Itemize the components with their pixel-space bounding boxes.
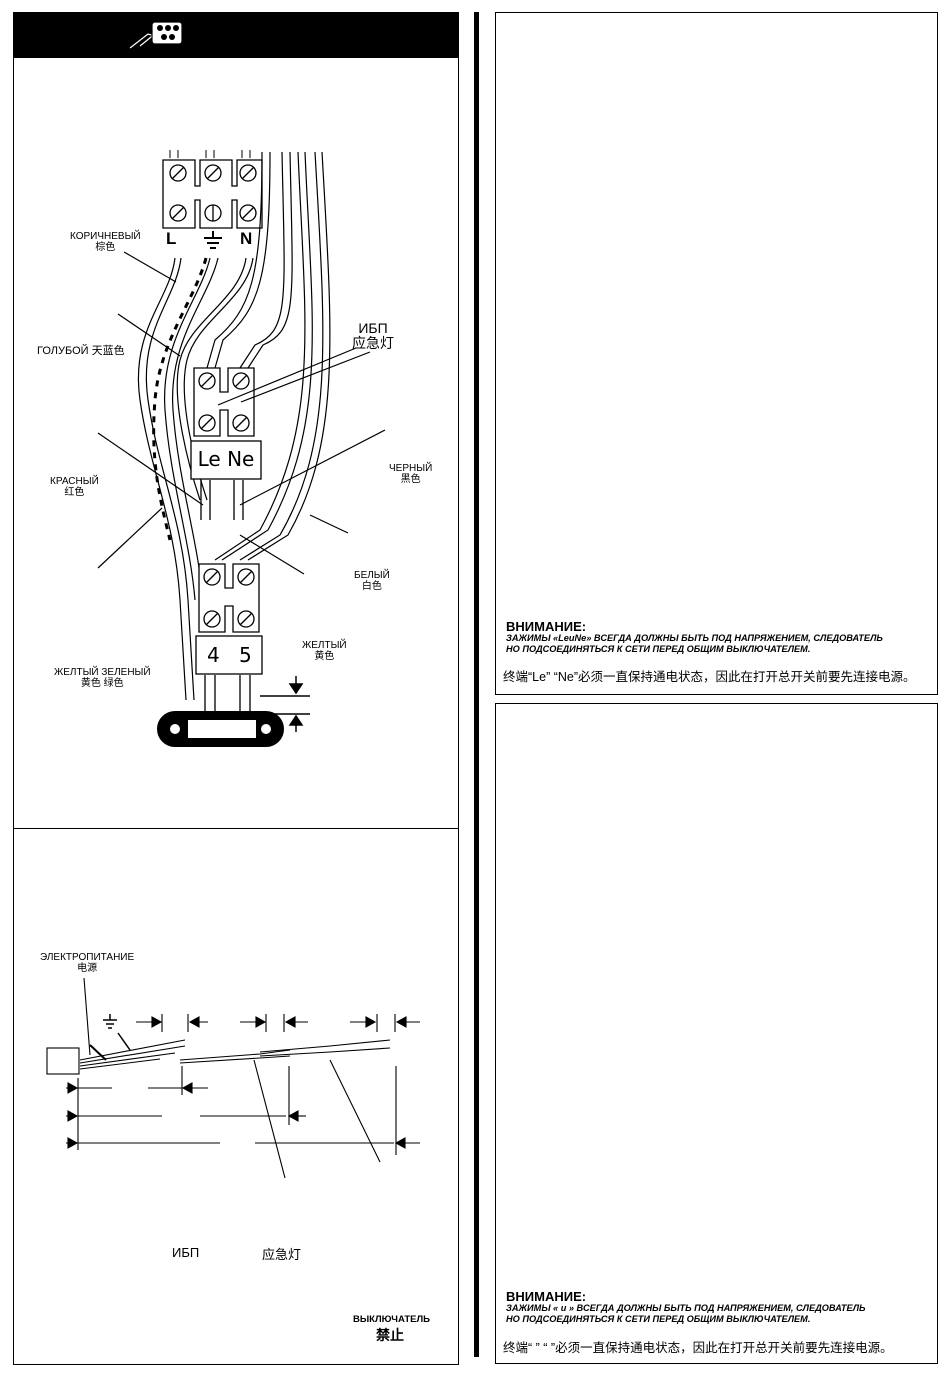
warning-cn-bottom: 终端“ ” “ ”必须一直保持通电状态，因此在打开总开关前要先连接电源。 [503, 1341, 893, 1355]
ups-label-cn: 应急灯 [262, 1247, 302, 1262]
leader-lines [97, 251, 386, 575]
warning-ru-bottom: ЗАЖИМЫ « и » ВСЕГДА ДОЛЖНЫ БЫТЬ ПОД НАПР… [506, 1303, 866, 1324]
terminal-4-label: 4 [207, 643, 220, 667]
terminal-5-label: 5 [239, 643, 252, 667]
right-bottom-panel [495, 703, 938, 1364]
cable-clamp [157, 711, 284, 747]
warning-ru-top: ЗАЖИМЫ «LeиNe» ВСЕГДА ДОЛЖНЫ БЫТЬ ПОД НА… [506, 633, 883, 654]
dimension-arrows [66, 977, 420, 1179]
strip-length-marker [260, 676, 310, 732]
lamp-terminal-block [195, 563, 263, 715]
ground-symbol-small-icon [103, 1014, 131, 1051]
ups-terminal-block [190, 367, 262, 520]
panel-header-bar [14, 13, 458, 58]
wire-length-panel [13, 828, 459, 1365]
right-top-panel [495, 12, 938, 695]
wire-bundle [137, 151, 331, 701]
switch-label-ru: ВЫКЛЮЧАТЕЛЬ [353, 1314, 430, 1325]
cable-strip-diagram [46, 1039, 391, 1075]
ground-symbol-icon [204, 231, 222, 249]
warning-title-top: ВНИМАНИЕ: [506, 619, 587, 634]
switch-label-cn: 禁止 [376, 1327, 404, 1343]
terminal-le-ne-label: Le Ne [197, 447, 255, 471]
main-terminal-block [162, 150, 263, 229]
label-blue: ГОЛУБОЙ 天蓝色 [37, 345, 125, 357]
column-divider [474, 12, 479, 1357]
terminal-letter-n: N [240, 229, 253, 248]
warning-cn-top: 终端“Le” “Ne”必须一直保持通电状态，因此在打开总开关前要先连接电源。 [503, 670, 916, 684]
ups-label-ru: ИБП [172, 1245, 200, 1260]
warning-title-bottom: ВНИМАНИЕ: [506, 1289, 587, 1304]
terminal-letter-l: L [166, 229, 177, 248]
connector-block-icon [129, 21, 183, 49]
